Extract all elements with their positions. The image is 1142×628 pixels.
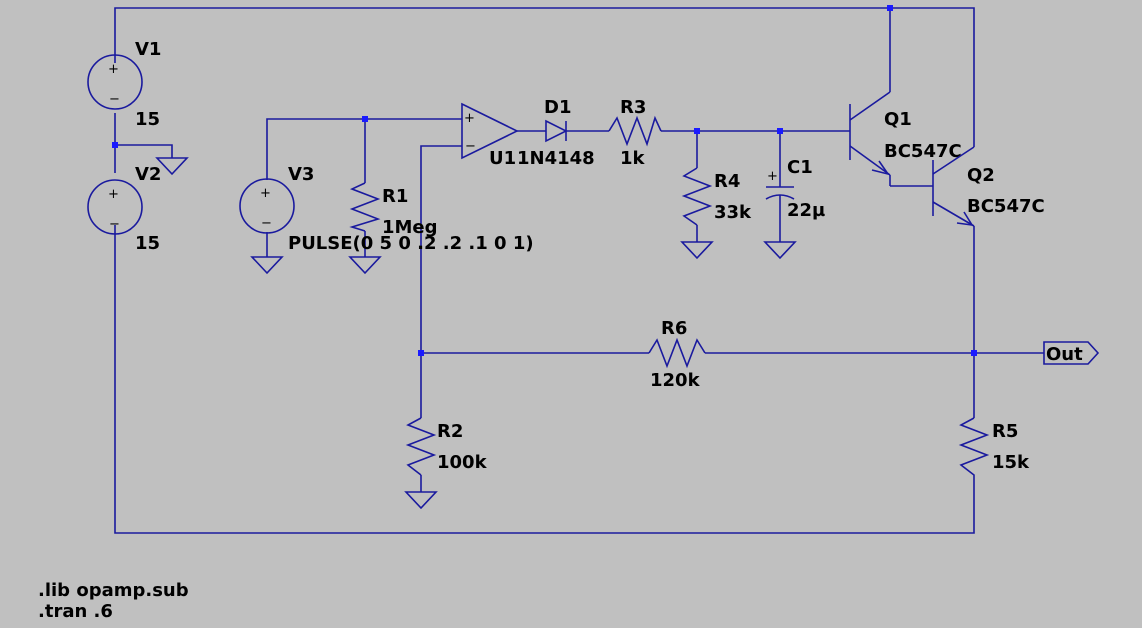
d1-value: 1N4148: [517, 148, 595, 169]
directive-tran: .tran .6: [38, 601, 113, 622]
junction-dot: [887, 5, 893, 11]
resistor-r5[interactable]: R5 15k: [958, 417, 1030, 502]
resistor-r2[interactable]: R2 100k: [405, 417, 488, 476]
out-label: Out: [1046, 344, 1083, 365]
voltage-source-icon: [87, 179, 143, 235]
ground-icon: [763, 241, 797, 260]
r6-name: R6: [661, 318, 687, 339]
plus-sign: +: [260, 186, 271, 201]
resistor-icon: [405, 417, 437, 476]
minus-sign: −: [109, 92, 120, 107]
minus-sign: −: [261, 216, 272, 231]
r2-name: R2: [437, 421, 463, 442]
q2-collector-leg: [932, 146, 975, 175]
junction-dot: [418, 350, 424, 356]
q1-value: BC547C: [884, 141, 962, 162]
q1-name: Q1: [884, 109, 912, 130]
opamp-minus-sign: −: [465, 139, 476, 154]
resistor-icon: [648, 337, 706, 369]
u1-name: U1: [489, 148, 516, 169]
resistor-r6[interactable]: R6 120k: [648, 318, 706, 391]
ground-icon: [348, 256, 382, 275]
resistor-r4[interactable]: R4 33k: [681, 167, 752, 226]
transistor-q2[interactable]: Q2 BC547C: [932, 146, 1045, 227]
junction-dot: [112, 142, 118, 148]
transistor-arrow-icon: [871, 160, 890, 176]
wire-v-midpoint-ground: [115, 144, 173, 158]
r3-name: R3: [620, 97, 646, 118]
voltage-source-icon: [239, 178, 295, 234]
capacitor-plus-sign: +: [767, 169, 778, 184]
directive-lib: .lib opamp.sub: [38, 580, 189, 601]
c1-value: 22µ: [787, 200, 825, 221]
junction-dot: [971, 350, 977, 356]
net-label-out[interactable]: Out: [1043, 341, 1100, 365]
resistor-icon: [681, 167, 713, 226]
wire-bottom-rail: [114, 225, 975, 534]
output-port-icon: [1043, 341, 1100, 365]
v1-value: 15: [135, 109, 160, 130]
source-v3[interactable]: + − V3 PULSE(0 5 0 .2 .2 .1 0 1): [239, 164, 534, 254]
spice-directives[interactable]: .lib opamp.sub .tran .6: [38, 580, 189, 622]
r1-value: 1Meg: [382, 217, 438, 238]
capacitor-c1[interactable]: + C1 22µ: [765, 157, 825, 221]
source-v1[interactable]: + − V1 15: [87, 39, 161, 130]
resistor-icon: [608, 115, 662, 147]
plus-sign: +: [108, 62, 119, 77]
wire-v3-to-opamp-plus: [266, 118, 462, 180]
v3-value: PULSE(0 5 0 .2 .2 .1 0 1): [288, 233, 534, 254]
r6-value: 120k: [650, 370, 701, 391]
junction-dot: [694, 128, 700, 134]
opamp-plus-sign: +: [464, 111, 475, 126]
resistor-r3[interactable]: R3 1k: [608, 97, 662, 169]
q2-value: BC547C: [967, 196, 1045, 217]
r3-value: 1k: [620, 148, 646, 169]
junction-dot: [777, 128, 783, 134]
ground-icon: [680, 241, 714, 260]
r4-value: 33k: [714, 202, 752, 223]
junctions: [112, 5, 977, 356]
grounds: [155, 157, 797, 510]
v2-value: 15: [135, 233, 160, 254]
ground-icon: [250, 256, 284, 275]
transistor-q1[interactable]: Q1 BC547C: [849, 91, 962, 186]
resistor-icon: [958, 417, 990, 502]
capacitor-plate-bottom: [765, 194, 795, 200]
v2-name: V2: [135, 164, 161, 185]
c1-name: C1: [787, 157, 813, 178]
minus-sign: −: [109, 217, 120, 232]
resistor-icon: [349, 182, 381, 232]
source-v2[interactable]: + − V2 15: [87, 164, 161, 254]
d1-name: D1: [544, 97, 571, 118]
junction-dot: [362, 116, 368, 122]
v1-name: V1: [135, 39, 161, 60]
ground-icon: [155, 157, 189, 176]
q1-collector-leg: [849, 91, 891, 121]
v3-name: V3: [288, 164, 314, 185]
opamp-icon: [461, 102, 519, 160]
q1-emitter-leg: [849, 145, 891, 176]
opamp-u1[interactable]: + − U1: [461, 102, 519, 169]
diode-icon: [545, 119, 568, 143]
wire-opamp-minus-feedback: [420, 145, 462, 418]
transistor-arrow-icon: [956, 211, 974, 227]
wire-top-rail: [114, 7, 975, 147]
diode-d1[interactable]: D1 1N4148: [517, 97, 595, 169]
r5-value: 15k: [992, 452, 1030, 473]
q2-name: Q2: [967, 165, 995, 186]
plus-sign: +: [108, 187, 119, 202]
ground-icon: [404, 491, 438, 510]
q2-emitter-leg: [932, 201, 975, 227]
r4-name: R4: [714, 171, 740, 192]
r1-name: R1: [382, 186, 408, 207]
voltage-source-icon: [87, 54, 143, 110]
r2-value: 100k: [437, 452, 488, 473]
resistor-r1[interactable]: R1 1Meg: [349, 182, 438, 238]
r5-name: R5: [992, 421, 1018, 442]
wires: [114, 7, 1044, 534]
